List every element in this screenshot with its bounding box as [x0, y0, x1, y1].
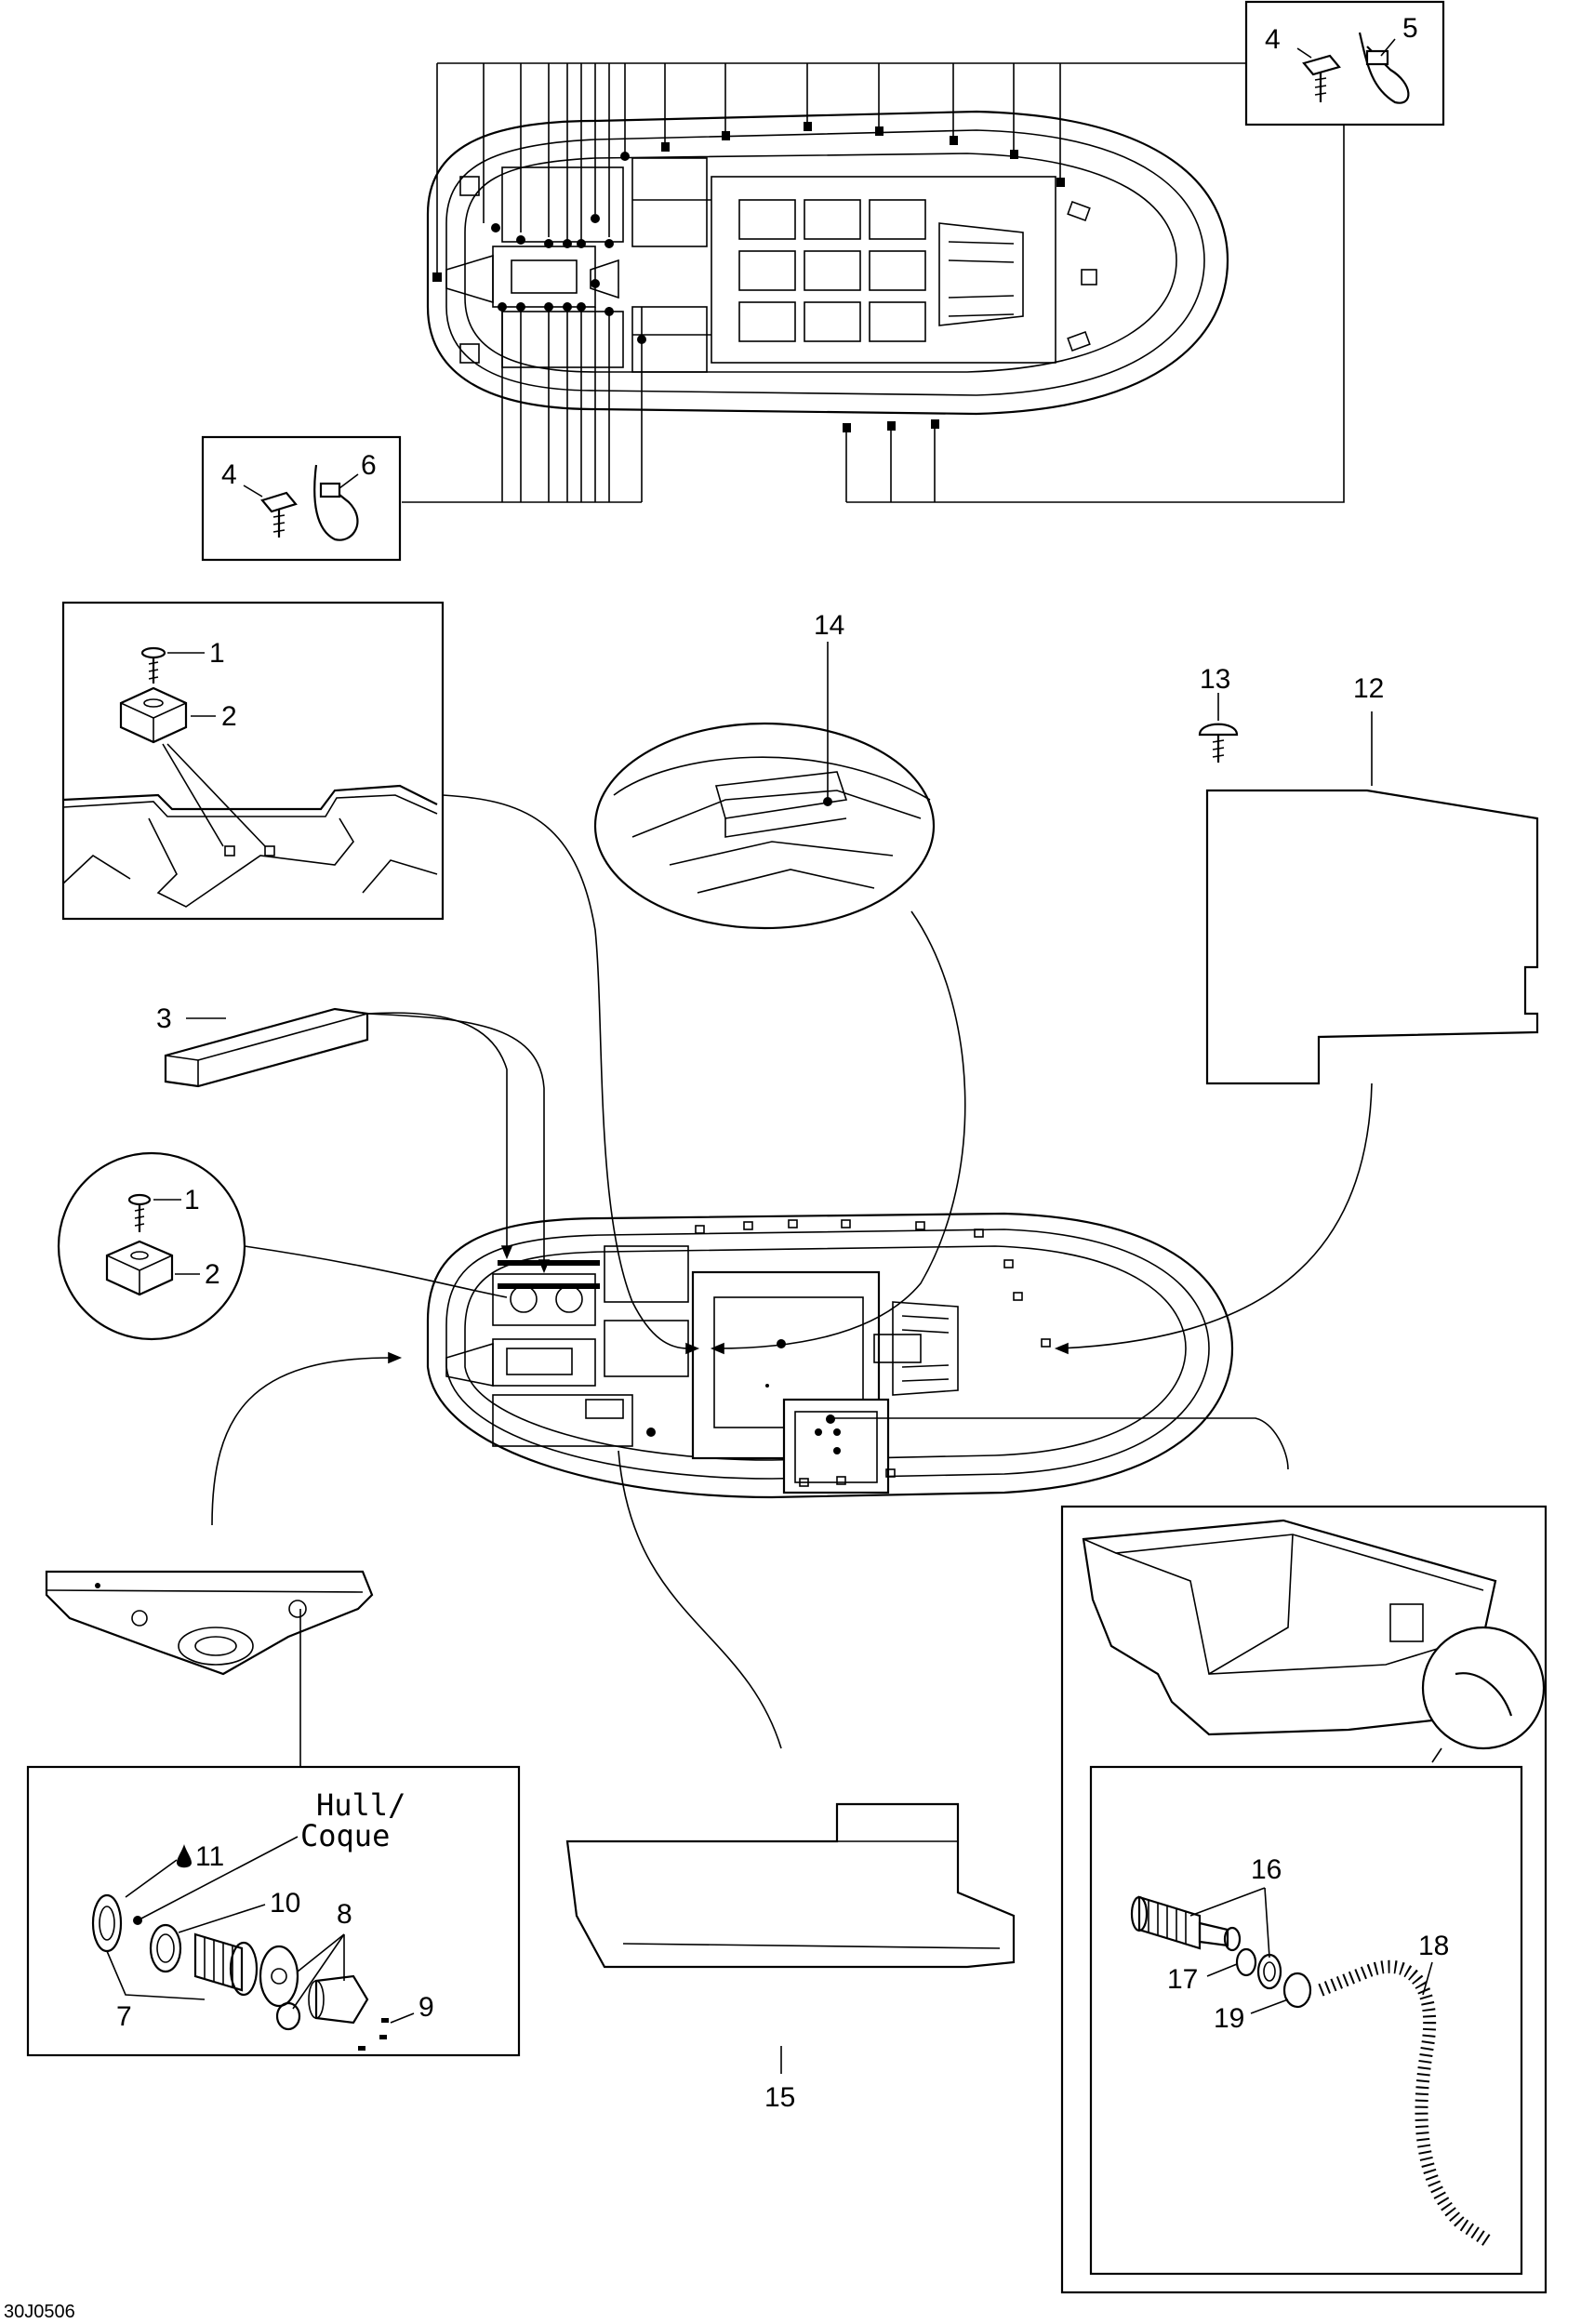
- callout-16: 16: [1251, 1854, 1282, 1885]
- part-12-mat: 12 13: [1198, 664, 1539, 1085]
- callout-4a: 4: [1265, 24, 1281, 55]
- detail-box-drain: Hull/ Coque 9: [26, 1765, 521, 2057]
- hull-label-line2: Coque: [300, 1818, 390, 1853]
- callout-9: 9: [418, 1992, 434, 2023]
- part-3-foam: 3: [156, 1003, 369, 1088]
- callout-2b: 2: [205, 1259, 220, 1290]
- callout-8: 8: [337, 1899, 352, 1930]
- detail-box-4-6: 4 6: [201, 435, 402, 562]
- screw-icon: [260, 491, 298, 538]
- callout-2a: 2: [221, 701, 237, 732]
- callout-15: 15: [764, 2082, 795, 2113]
- callout-14: 14: [814, 610, 844, 641]
- tie-wrap-icon: [313, 464, 359, 541]
- callout-11: 11: [195, 1841, 224, 1872]
- circle-detail-1-2: 1 2: [57, 1151, 246, 1341]
- callout-6: 6: [361, 450, 377, 481]
- push-rivet-icon: [1198, 723, 1239, 763]
- callout-3: 3: [156, 1003, 172, 1034]
- part-15-panel: 15: [565, 1802, 1016, 2113]
- callout-4b: 4: [221, 459, 237, 490]
- callout-7: 7: [116, 2001, 132, 2032]
- callout-1b: 1: [184, 1185, 200, 1215]
- callout-10: 10: [270, 1888, 300, 1919]
- leader-lines: [211, 794, 1373, 1749]
- diagram-code: 30J0506: [4, 2302, 75, 2322]
- top-hull-view: [402, 62, 1345, 503]
- callout-1a: 1: [209, 638, 225, 669]
- hull-label-line1: Hull/: [316, 1787, 405, 1823]
- detail-box-4-5: 4 5: [1244, 0, 1445, 126]
- callout-5: 5: [1402, 13, 1418, 44]
- callout-13: 13: [1200, 664, 1230, 695]
- detail-box-1-2-deck: 1 2: [61, 601, 445, 921]
- oval-detail-14: 14: [593, 610, 936, 930]
- transom-view: [45, 1570, 374, 1767]
- center-hull-view: [426, 1212, 1234, 1499]
- screw-icon: [1302, 54, 1341, 102]
- callout-12: 12: [1353, 673, 1384, 704]
- callout-17: 17: [1167, 1964, 1198, 1995]
- detail-box-storage-bin: 16 17 19 18: [1060, 1505, 1548, 2294]
- callout-18: 18: [1418, 1931, 1449, 1961]
- callout-19: 19: [1214, 2003, 1244, 2034]
- sealant-drop-icon: [177, 1844, 192, 1868]
